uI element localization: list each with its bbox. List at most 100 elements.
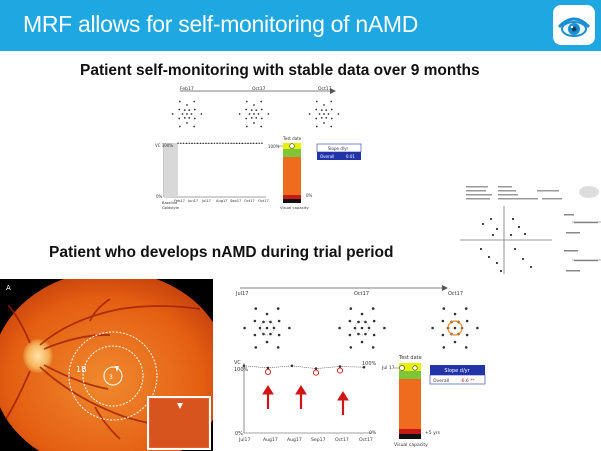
field-dot	[245, 117, 248, 120]
vc-bar-black	[283, 199, 301, 203]
field-dot	[262, 320, 265, 324]
section2-title: Patient who develops nAMD during trial p…	[49, 244, 394, 261]
field-dot	[250, 109, 253, 112]
vc-marker	[412, 365, 418, 371]
field-dot	[325, 116, 328, 119]
field-dot	[288, 326, 291, 330]
field-dot	[323, 113, 325, 115]
x-tick-label: Feb17	[174, 199, 185, 203]
field-dot	[330, 100, 333, 103]
x-tick-label: Oct17	[244, 199, 255, 203]
field-dot	[183, 116, 186, 119]
field-dot	[348, 333, 352, 337]
data-point	[290, 364, 294, 368]
field-dot	[200, 113, 203, 115]
data-point	[177, 142, 179, 144]
visual-field-pattern-1	[171, 100, 203, 128]
field-dot	[323, 122, 325, 124]
data-point	[242, 364, 246, 368]
slope-row-label: Overall	[433, 378, 449, 384]
thumb-dot	[490, 218, 492, 220]
field-dot	[315, 117, 318, 120]
field-dot	[360, 326, 364, 330]
red-up-arrow-icon	[295, 385, 307, 395]
data-point	[199, 142, 202, 144]
field-dot	[277, 333, 281, 337]
field-dot	[453, 326, 457, 330]
x-tick-label: Jun17	[187, 199, 198, 203]
event-marker	[312, 369, 320, 376]
field-dot	[383, 326, 386, 330]
thumb-dot	[480, 248, 482, 250]
field-dot	[318, 113, 321, 115]
header-bar: MRF allows for self-monitoring of nAMD	[0, 0, 601, 51]
data-point	[208, 142, 210, 144]
field-dot	[265, 312, 269, 316]
field-dot	[476, 326, 479, 330]
thumb-dot	[524, 233, 526, 235]
bar-caption: Visual capacity	[394, 442, 428, 448]
y-top-label: VC	[234, 360, 241, 366]
field-dot	[442, 307, 446, 310]
field-dot	[250, 116, 253, 119]
field-dot	[371, 346, 375, 349]
thumb-dot	[510, 234, 512, 236]
data-point	[191, 142, 193, 144]
visual-field-pattern-1	[243, 307, 291, 349]
field-dot	[257, 113, 260, 115]
field-dot	[320, 116, 323, 119]
field-dot	[441, 319, 445, 323]
thumb-dot	[500, 270, 502, 272]
field-dot	[260, 108, 263, 111]
data-point	[252, 142, 255, 144]
field-dot	[178, 117, 181, 120]
data-point	[261, 142, 263, 144]
slope-row	[429, 374, 486, 385]
timeline-arrowhead	[330, 88, 336, 94]
vc-bar-green	[283, 149, 301, 157]
marker-label: 3	[109, 374, 113, 381]
slope-header-cell	[430, 365, 485, 375]
data-point	[338, 365, 342, 368]
slope-row	[317, 152, 361, 160]
thumb-dot	[512, 218, 514, 220]
bar-caption: Visual capacity	[280, 205, 309, 210]
data-point	[224, 142, 227, 144]
goldstyle-label: Goldstyle	[162, 206, 180, 210]
data-point	[230, 142, 232, 144]
data-point	[314, 367, 318, 370]
baseline-label: Baseline	[162, 201, 178, 205]
inset-arrow-icon	[177, 403, 183, 409]
vc-bar-red	[399, 429, 421, 434]
month-label-top: Oct17	[318, 86, 332, 92]
month-label-top: Oct17	[354, 291, 369, 297]
x-tick-label: Oct17	[359, 437, 373, 443]
field-dot	[253, 122, 255, 124]
field-dot	[260, 125, 263, 128]
field-dot	[253, 113, 255, 115]
vc-bar-yellow	[399, 363, 421, 371]
thumb-dot	[482, 223, 484, 225]
thumb-dot	[496, 228, 498, 230]
data-point	[250, 142, 252, 144]
red-up-arrow-icon	[262, 385, 274, 395]
data-point	[258, 142, 260, 144]
data-point	[210, 142, 213, 144]
field-dot	[464, 346, 468, 349]
thumb-dot	[514, 248, 516, 250]
slope-header: Slope d/yr	[444, 368, 470, 374]
field-dot	[171, 113, 174, 115]
field-dot	[193, 108, 196, 111]
chart-series-line	[242, 364, 366, 376]
field-dot	[353, 326, 357, 330]
field-dot	[315, 100, 318, 103]
field-dot	[276, 307, 280, 310]
field-dot	[183, 109, 186, 112]
red-up-arrow-icon	[337, 391, 349, 401]
data-point	[266, 366, 270, 370]
field-dot	[315, 108, 318, 111]
section1-title: Patient self-monitoring with stable data…	[80, 62, 480, 79]
test-date-label: Test date	[398, 355, 422, 361]
data-point	[362, 365, 366, 369]
chart-series-line	[177, 142, 263, 144]
